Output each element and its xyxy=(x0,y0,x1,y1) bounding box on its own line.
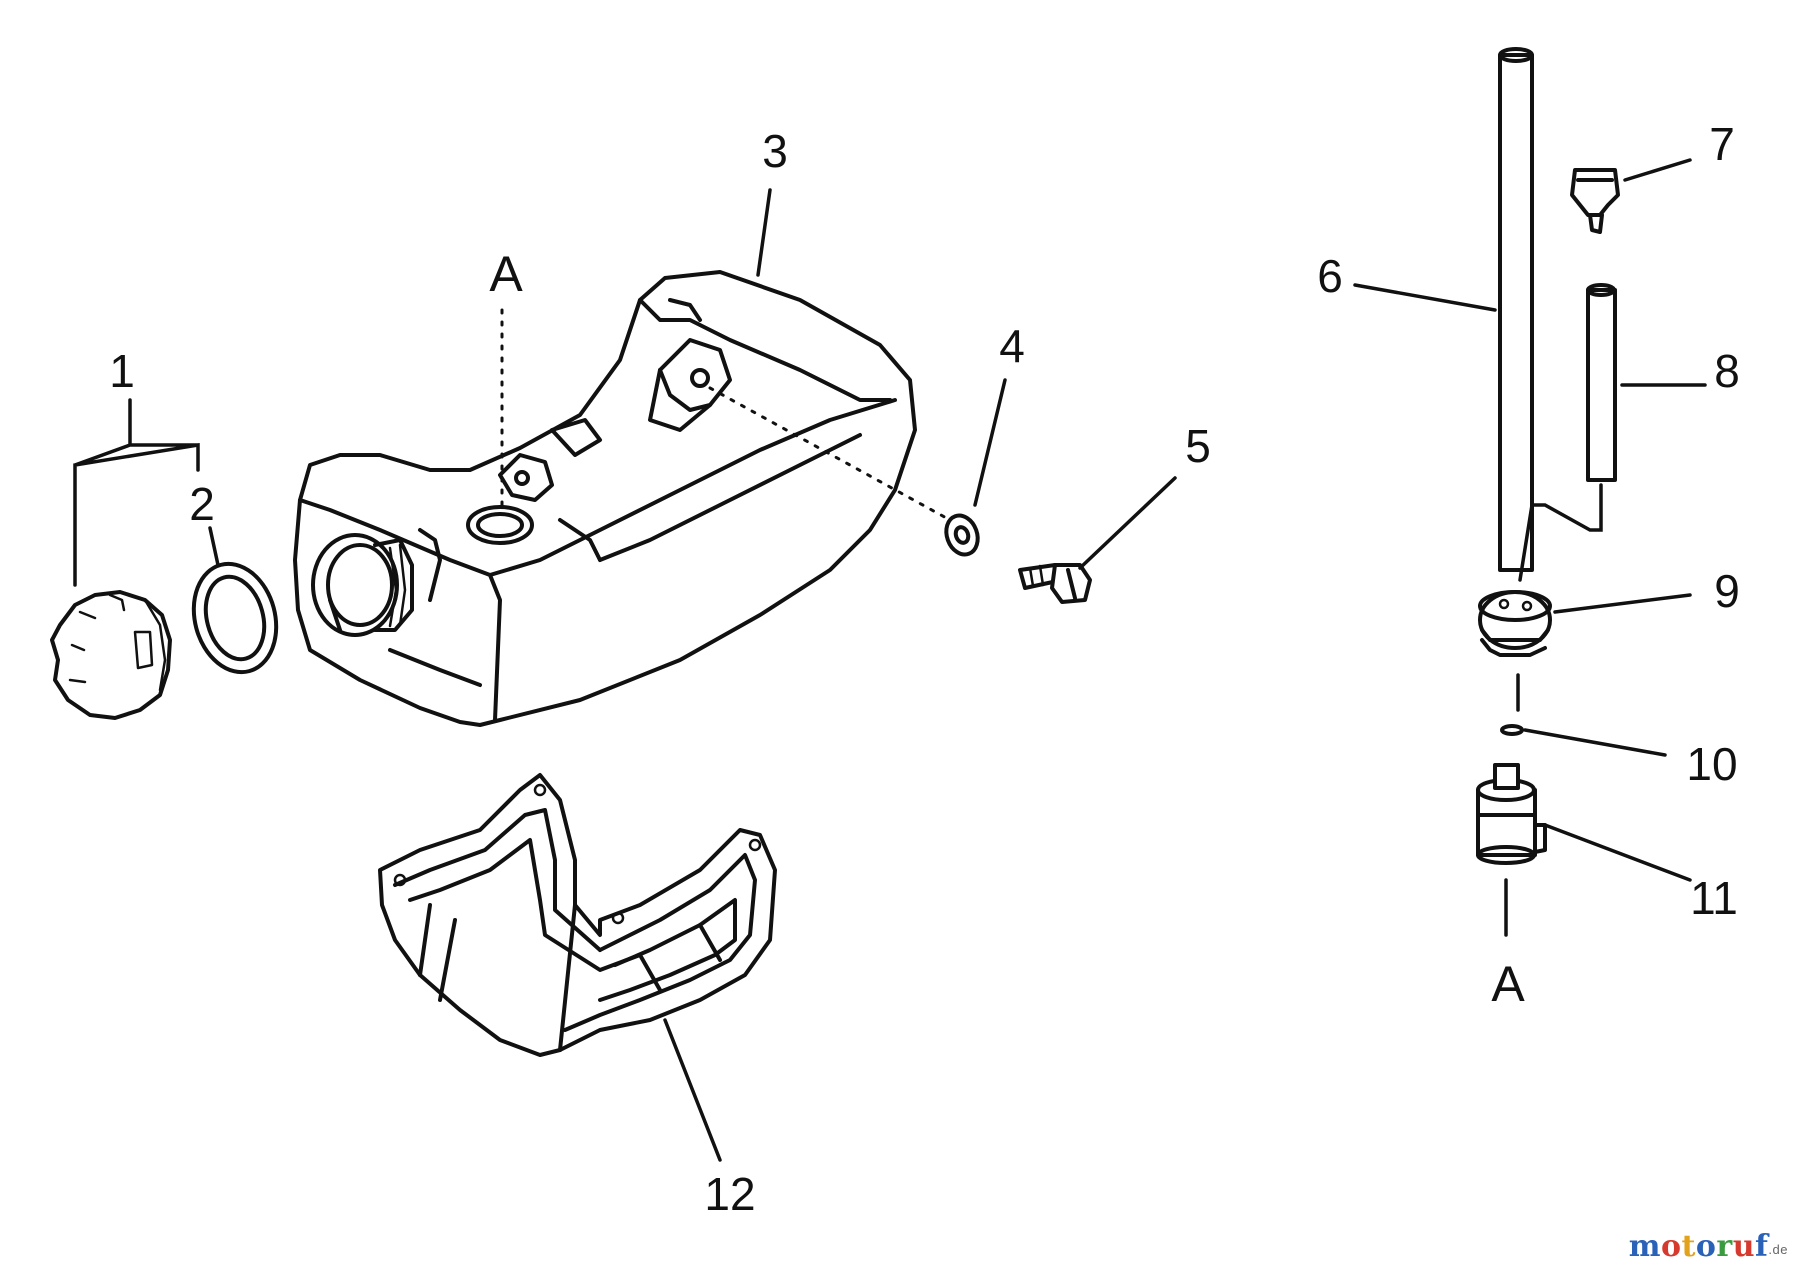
fuel-pipe-short xyxy=(1586,283,1617,482)
watermark-letter: o xyxy=(1695,1229,1717,1264)
leader-5 xyxy=(1078,476,1177,570)
callout-9: 9 xyxy=(1714,565,1740,617)
callout-11: 11 xyxy=(1690,872,1738,924)
callout-4: 4 xyxy=(999,320,1025,372)
fuel-pipe-long xyxy=(1498,47,1534,572)
gasket-ring xyxy=(191,561,279,675)
leader-4 xyxy=(973,378,1007,507)
leader-3 xyxy=(756,188,772,277)
callout-a-top: A xyxy=(489,246,523,302)
washer xyxy=(944,513,980,557)
grommet xyxy=(1478,590,1552,657)
callout-2: 2 xyxy=(189,478,215,530)
vent-cap xyxy=(1570,168,1620,234)
watermark-letter: m xyxy=(1628,1229,1661,1264)
link-pipes xyxy=(1518,483,1603,582)
axis-line-4 xyxy=(708,386,952,522)
callout-8: 8 xyxy=(1714,345,1740,397)
watermark-logo: motoruf.de xyxy=(1629,1229,1788,1264)
leader-2 xyxy=(208,526,220,567)
leader-10 xyxy=(1523,728,1667,757)
leader-1 xyxy=(73,398,200,587)
tank-frame xyxy=(378,773,777,1057)
watermark-letter: f xyxy=(1755,1229,1769,1264)
callout-12: 12 xyxy=(704,1168,755,1220)
fuel-cap xyxy=(50,590,172,720)
callout-a-bottom: A xyxy=(1491,956,1525,1012)
leader-12 xyxy=(663,1018,722,1162)
watermark-letter: t xyxy=(1681,1229,1696,1264)
callout-5: 5 xyxy=(1185,420,1211,472)
leader-6 xyxy=(1353,283,1497,312)
watermark-letter: u xyxy=(1732,1229,1756,1264)
fuel-tank xyxy=(293,270,917,727)
leader-7 xyxy=(1623,158,1692,182)
watermark-letter: r xyxy=(1716,1229,1733,1264)
bolt xyxy=(1018,563,1092,604)
watermark-suffix: .de xyxy=(1768,1242,1788,1257)
clip xyxy=(1500,724,1524,736)
callout-1: 1 xyxy=(109,345,135,397)
watermark-letter: o xyxy=(1661,1229,1682,1264)
callout-10: 10 xyxy=(1686,738,1737,790)
callout-3: 3 xyxy=(762,125,788,177)
callout-7: 7 xyxy=(1709,118,1735,170)
fuel-filter xyxy=(1476,763,1547,865)
callout-6: 6 xyxy=(1317,250,1343,302)
leader-9 xyxy=(1553,593,1692,614)
leader-11 xyxy=(1543,823,1692,882)
